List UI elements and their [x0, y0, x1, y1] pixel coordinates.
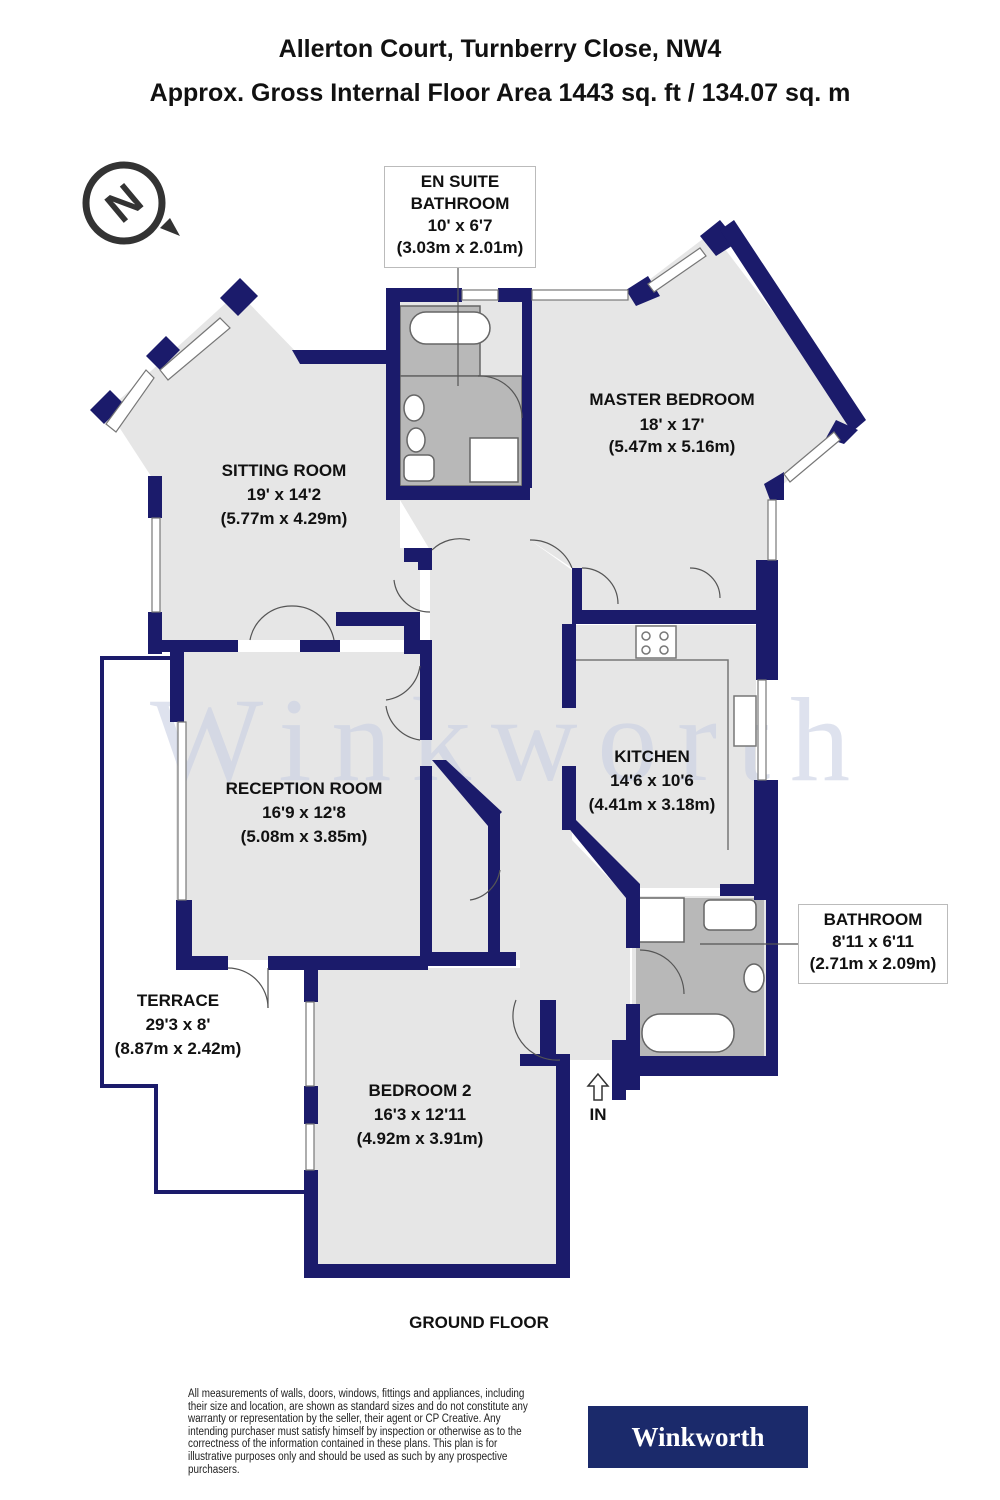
reception-room-floor	[176, 652, 430, 960]
bedroom-2-metric: (4.92m x 3.91m)	[357, 1129, 484, 1148]
winkworth-logo: Winkworth	[588, 1406, 808, 1468]
reception-room-metric: (5.08m x 3.85m)	[241, 827, 368, 846]
bathroom-shower-icon	[637, 897, 685, 943]
entrance-label: IN	[590, 1105, 607, 1124]
windows	[105, 247, 841, 1171]
terrace-imperial: 29'3 x 8'	[146, 1015, 211, 1034]
bathroom-bath-icon	[641, 1013, 735, 1053]
plan-title-area: Approx. Gross Internal Floor Area 1443 s…	[149, 79, 851, 107]
kitchen-imperial: 14'6 x 10'6	[610, 771, 694, 790]
bedroom-2-imperial: 16'3 x 12'11	[374, 1105, 466, 1124]
terrace-metric: (8.87m x 2.42m)	[115, 1039, 242, 1058]
bathroom-metric: (2.71m x 2.09m)	[809, 954, 937, 973]
en-suite-bath-icon	[409, 311, 491, 345]
bathroom-callout: BATHROOM 8'11 x 6'11 (2.71m x 2.09m)	[798, 904, 948, 984]
walls	[90, 220, 866, 1278]
north-compass-icon: N	[82, 161, 180, 245]
terrace-floor	[102, 660, 300, 1192]
en-suite-imperial: 10' x 6'7	[427, 216, 493, 235]
callout-leaders	[457, 268, 798, 945]
kitchen-fittings	[572, 625, 757, 850]
fixtures	[399, 305, 765, 1056]
kitchen-name: KITCHEN	[614, 747, 690, 766]
sitting-room-metric: (5.77m x 4.29m)	[221, 509, 348, 528]
en-suite-toilet-icon	[403, 394, 425, 422]
terrace-outline	[100, 656, 304, 1194]
kitchen-floor	[572, 625, 756, 888]
kitchen-metric: (4.41m x 3.18m)	[589, 795, 716, 814]
en-suite-bidet-icon	[406, 427, 426, 453]
doors	[227, 375, 721, 1061]
en-suite-metric: (3.03m x 2.01m)	[396, 238, 524, 257]
master-bedroom-name: MASTER BEDROOM	[589, 390, 754, 409]
master-bedroom-imperial: 18' x 17'	[640, 415, 705, 434]
terrace-name: TERRACE	[137, 991, 219, 1010]
en-suite-name-1: EN SUITE	[420, 172, 500, 191]
sink-icon	[733, 695, 757, 747]
brand-name: Winkworth	[631, 1421, 765, 1452]
reception-room-imperial: 16'9 x 12'8	[262, 803, 346, 822]
master-bedroom-floor	[530, 232, 858, 610]
sitting-room-floor	[108, 292, 420, 640]
floor-areas	[102, 232, 858, 1266]
en-suite-callout: EN SUITE BATHROOM 10' x 6'7 (3.03m x 2.0…	[384, 166, 536, 268]
en-suite-basin-icon	[403, 454, 435, 482]
hob-icon	[635, 625, 677, 659]
en-suite-shower-icon	[469, 437, 519, 483]
bathroom-toilet-icon	[743, 963, 765, 993]
plan-title-address: Allerton Court, Turnberry Close, NW4	[278, 35, 722, 63]
disclaimer-text: All measurements of walls, doors, window…	[188, 1388, 528, 1476]
sitting-room-name: SITTING ROOM	[222, 461, 347, 480]
bathroom-name: BATHROOM	[823, 910, 923, 929]
floor-label: GROUND FLOOR	[409, 1313, 549, 1332]
en-suite-name-2: BATHROOM	[410, 194, 510, 213]
sitting-room-imperial: 19' x 14'2	[247, 485, 321, 504]
hall-floor	[400, 500, 630, 1100]
entrance-arrow-icon	[586, 1072, 610, 1101]
bedroom-2-floor	[310, 968, 560, 1266]
bathroom-basin-icon	[703, 899, 757, 931]
reception-room-name: RECEPTION ROOM	[226, 779, 383, 798]
master-bedroom-metric: (5.47m x 5.16m)	[609, 437, 736, 456]
bedroom-2-name: BEDROOM 2	[369, 1081, 472, 1100]
bathroom-imperial: 8'11 x 6'11	[832, 932, 914, 951]
